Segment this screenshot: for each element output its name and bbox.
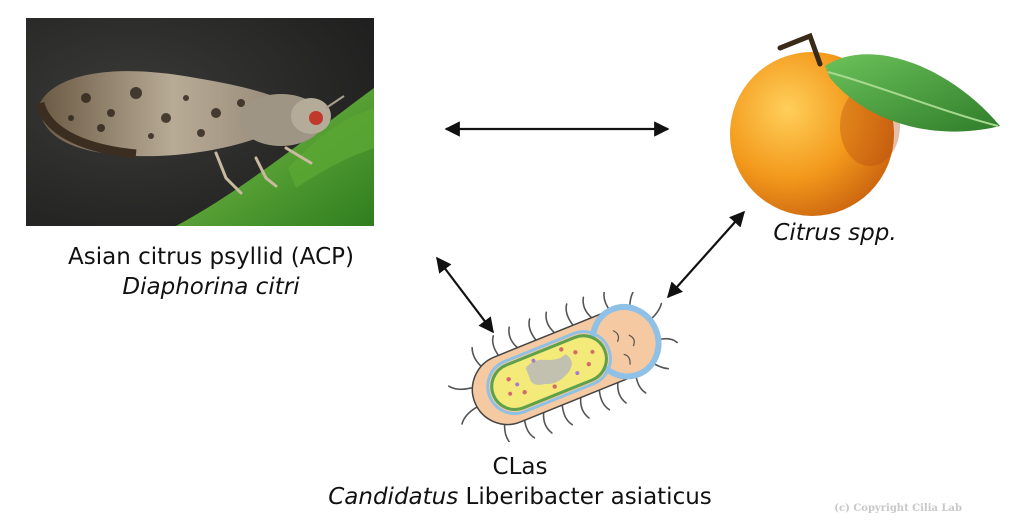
orange-stem [777,32,823,67]
arrow-psyllid-bacterium [436,256,494,334]
psyllid-scientific-name: Diaphorina citri [122,274,300,300]
citrus-caption: Citrus spp. [773,220,897,246]
citrus-illustration [720,16,1010,216]
stem-shape [176,88,374,226]
bacterium-caption: CLas Candidatus Liberibacter asiaticus [270,452,770,512]
wing-shape [39,71,306,157]
orange-leaf [825,54,1000,132]
bacterium-name-rest: Liberibacter asiaticus [458,484,712,510]
bacterium-full-name: Candidatus Liberibacter asiaticus [270,482,770,512]
copyright-notice: (c) Copyright Cilia Lab [834,503,962,514]
bacterium-name-italic: Candidatus [328,484,459,510]
bacterium-illustration [448,292,678,442]
psyllid-common-name: Asian citrus psyllid (ACP) [68,244,354,270]
bacterium-abbreviation: CLas [492,454,548,480]
psyllid-photo [26,18,374,226]
psyllid-eye [309,111,323,125]
nucleoid [525,354,572,385]
arrow-citrus-bacterium [666,210,746,299]
psyllid-caption: Asian citrus psyllid (ACP) Diaphorina ci… [26,242,396,302]
